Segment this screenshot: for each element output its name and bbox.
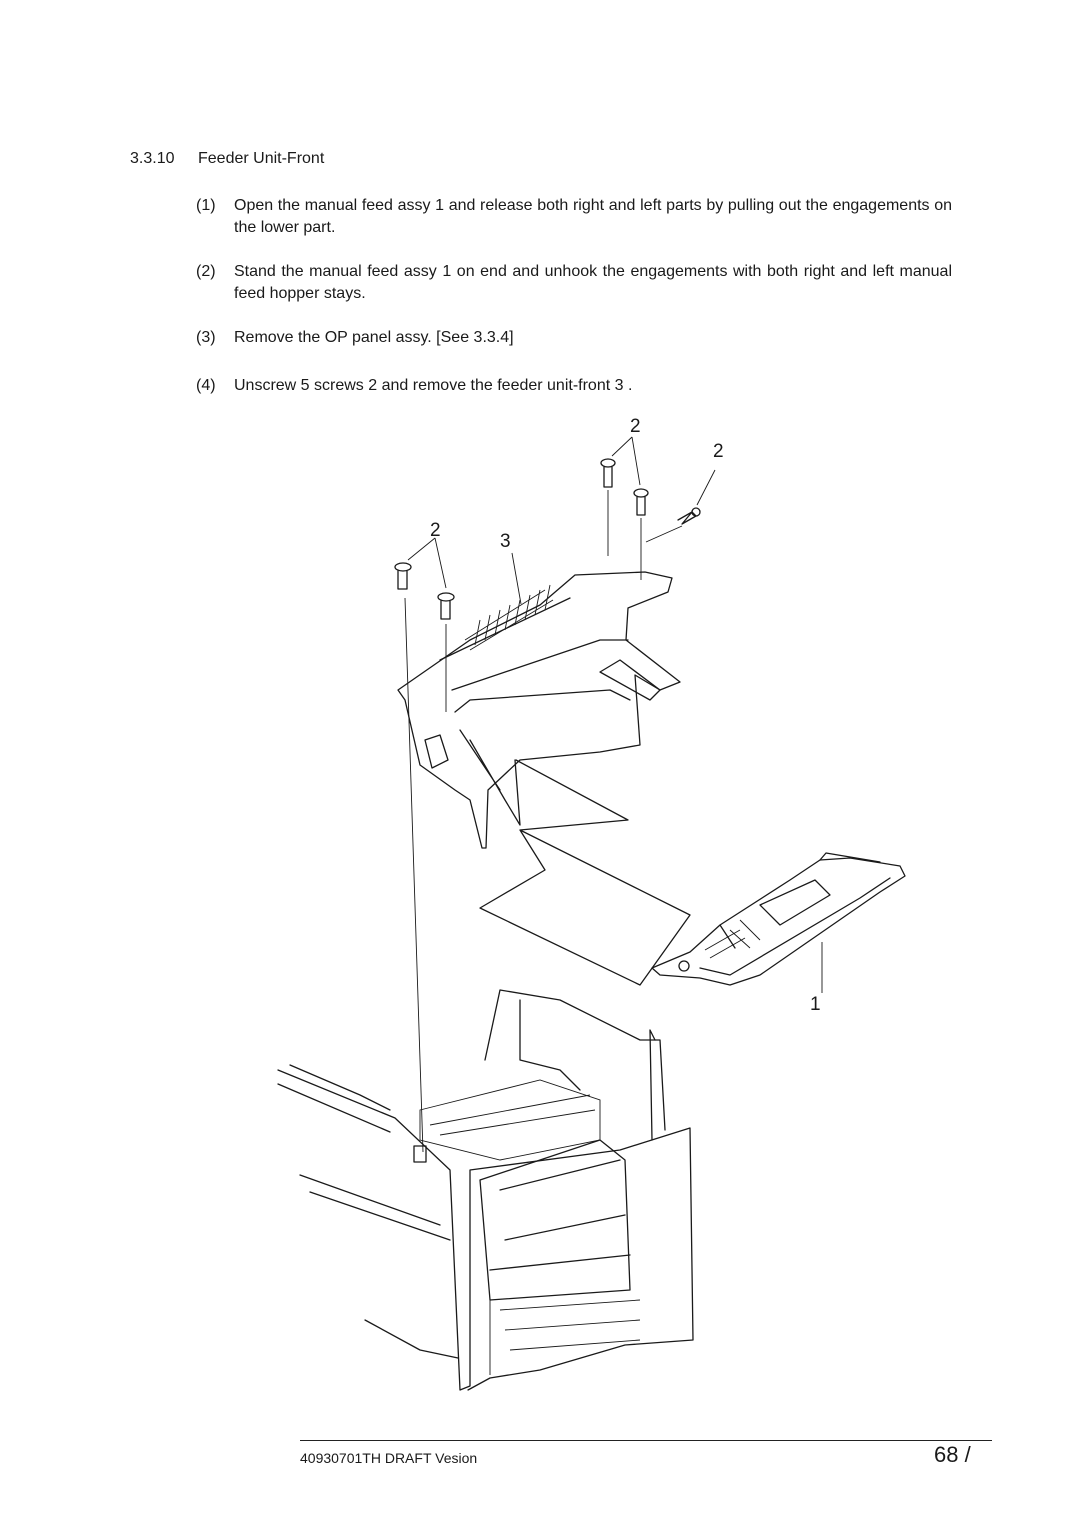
printer-base bbox=[277, 989, 694, 1391]
screw-icon bbox=[600, 458, 616, 488]
step-1: (1) Open the manual feed assy 1 and rele… bbox=[196, 195, 952, 239]
feeder-unit-front bbox=[397, 571, 681, 849]
screw-icon bbox=[633, 488, 649, 516]
section-heading: 3.3.10 Feeder Unit-Front bbox=[130, 150, 324, 168]
step-number: (3) bbox=[196, 329, 216, 346]
callout-screw-top: 2 bbox=[630, 416, 641, 437]
callout-screw-left: 2 bbox=[430, 520, 441, 541]
screw-icon bbox=[437, 592, 455, 620]
step-3: (3) Remove the OP panel assy. [See 3.3.4… bbox=[196, 327, 952, 349]
footer-doc-id: 40930701TH DRAFT Vesion bbox=[300, 1450, 478, 1466]
screw-icon bbox=[677, 507, 701, 525]
step-4: (4) Unscrew 5 screws 2 and remove the fe… bbox=[196, 375, 952, 397]
manual-feed-assy bbox=[651, 852, 906, 986]
step-number: (2) bbox=[196, 263, 216, 280]
footer-rule bbox=[300, 1440, 992, 1441]
section-title: Feeder Unit-Front bbox=[198, 150, 325, 167]
step-2: (2) Stand the manual feed assy 1 on end … bbox=[196, 261, 952, 305]
step-text: Remove the OP panel assy. [See 3.3.4] bbox=[234, 329, 514, 346]
callout-feeder-unit-front: 3 bbox=[500, 531, 511, 552]
step-number: (1) bbox=[196, 197, 216, 214]
step-text: Unscrew 5 screws 2 and remove the feeder… bbox=[234, 377, 633, 394]
step-text: Stand the manual feed assy 1 on end and … bbox=[234, 263, 952, 302]
step-text: Open the manual feed assy 1 and release … bbox=[234, 197, 952, 236]
screw-icon bbox=[394, 562, 412, 590]
step-number: (4) bbox=[196, 377, 216, 394]
page-number: 68 / bbox=[934, 1442, 971, 1467]
callout-screw-right: 2 bbox=[713, 441, 724, 462]
section-number: 3.3.10 bbox=[130, 150, 175, 167]
callout-manual-feed-assy: 1 bbox=[810, 994, 821, 1015]
